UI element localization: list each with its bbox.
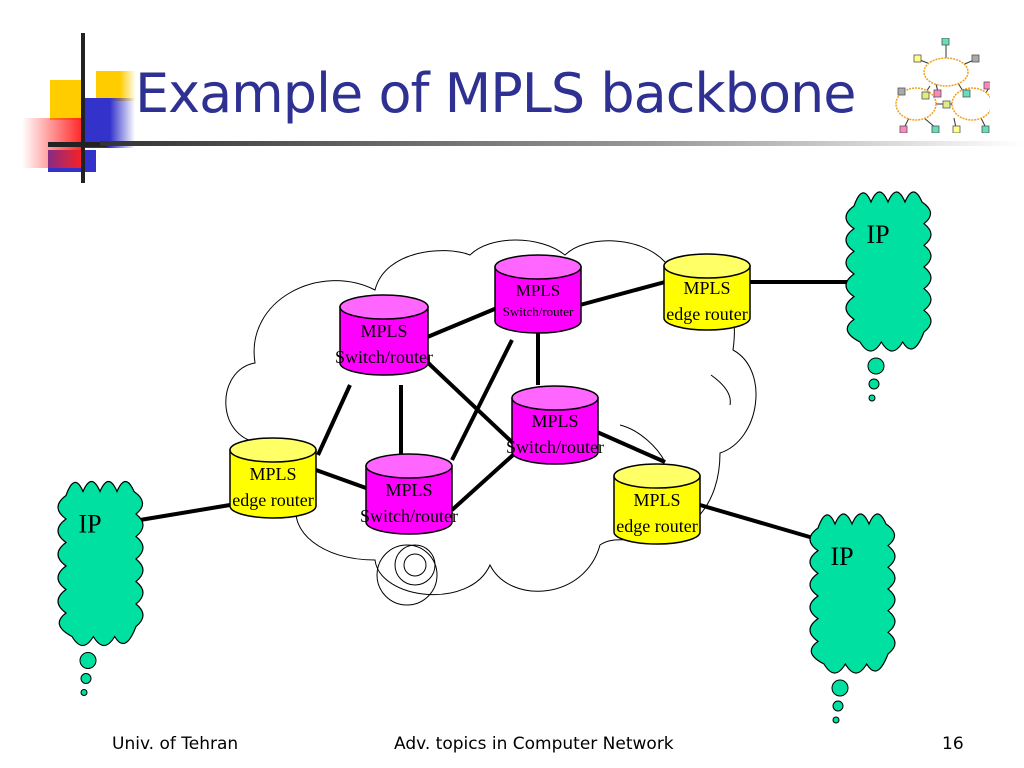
- node-subtitle: Switch/router: [335, 347, 433, 367]
- backbone-cloud: [225, 239, 757, 596]
- link-sw3-sw4: [450, 453, 515, 512]
- node-subtitle: Switch/router: [360, 506, 458, 526]
- node-title: MPLS: [683, 278, 730, 298]
- cylinder-top: [365, 453, 453, 479]
- link-sw4-er2: [315, 468, 367, 490]
- ip-cloud-node: IP: [57, 480, 144, 696]
- cylinder-body: [494, 266, 582, 334]
- edge-router-node: MPLS edge router: [229, 437, 317, 519]
- cylinder-body: [339, 306, 429, 376]
- cylinder-body: [511, 397, 599, 465]
- link-sw1-er2: [316, 384, 352, 456]
- thought-bubble-dot: [79, 652, 97, 669]
- cylinder-body: [365, 465, 453, 535]
- node-title: MPLS: [360, 321, 407, 341]
- ip-label: IP: [830, 542, 853, 571]
- slide-title: Example of MPLS backbone: [135, 62, 856, 125]
- switch-router-node: MPLS Switch/router: [506, 385, 604, 465]
- link-er3-ip3: [699, 503, 821, 542]
- node-title: MPLS: [516, 281, 560, 300]
- ip-cloud-shape: [809, 513, 896, 674]
- link-sw1-sw3: [423, 358, 517, 447]
- link-sw1-sw2: [424, 306, 498, 340]
- thought-bubble-dot: [831, 679, 849, 697]
- link-sw3-er3: [596, 430, 666, 464]
- node-subtitle: Switch/router: [506, 437, 604, 457]
- thought-bubble-dot: [867, 357, 885, 375]
- cylinder-top: [339, 294, 429, 320]
- ip-label: IP: [78, 510, 101, 539]
- thought-bubble-dot: [80, 689, 88, 696]
- cylinder-top: [663, 253, 751, 279]
- link-sw2-sw4: [450, 339, 514, 461]
- cylinder-top: [511, 385, 599, 411]
- node-title: MPLS: [531, 411, 578, 431]
- thought-bubble-dot: [868, 394, 876, 402]
- edge-router-node: MPLS edge router: [613, 463, 701, 545]
- link-sw2-er1: [579, 280, 666, 307]
- link-er2-ip2: [139, 503, 231, 522]
- node-title: MPLS: [633, 490, 680, 510]
- page-number: 16: [942, 734, 964, 754]
- ip-cloud-node: IP: [845, 191, 932, 402]
- ip-cloud-node: IP: [809, 513, 896, 724]
- network-logo-icon: [895, 38, 990, 133]
- edge-router-node: MPLS edge router: [663, 253, 751, 331]
- cylinder-top: [613, 463, 701, 489]
- cylinder-body: [229, 449, 317, 519]
- ip-cloud-shape: [845, 191, 932, 352]
- cylinder-top: [229, 437, 317, 463]
- ip-label: IP: [866, 220, 889, 249]
- node-subtitle: Switch/router: [503, 304, 574, 319]
- thought-bubble-dot: [832, 716, 840, 724]
- cylinder-top: [494, 254, 582, 280]
- corner-decoration: [22, 33, 136, 183]
- node-subtitle: edge router: [666, 304, 747, 324]
- switch-router-node: MPLS Switch/router: [335, 294, 433, 376]
- node-subtitle: edge router: [616, 516, 697, 536]
- node-title: MPLS: [249, 464, 296, 484]
- links-group: [139, 280, 852, 542]
- footer-center: Adv. topics in Computer Network: [394, 734, 674, 754]
- footer-left: Univ. of Tehran: [112, 734, 239, 754]
- loop-decoration: [376, 544, 438, 606]
- switch-router-node: MPLS Switch/router: [360, 453, 458, 535]
- thought-bubble-dot: [868, 378, 880, 390]
- ip-cloud-shape: [57, 480, 144, 647]
- cylinder-body: [663, 265, 751, 331]
- nodes-group: MPLSSwitch/routerMPLSSwitch/routerMPLSSw…: [57, 191, 932, 724]
- title-underline: [100, 141, 1024, 146]
- blue-square: [85, 98, 135, 148]
- node-subtitle: edge router: [232, 490, 313, 510]
- thought-bubble-dot: [80, 673, 92, 684]
- yellow-square: [50, 80, 85, 120]
- thought-bubble-dot: [832, 700, 844, 712]
- node-title: MPLS: [385, 480, 432, 500]
- switch-router-node: MPLS Switch/router: [494, 254, 582, 334]
- cylinder-body: [613, 475, 701, 545]
